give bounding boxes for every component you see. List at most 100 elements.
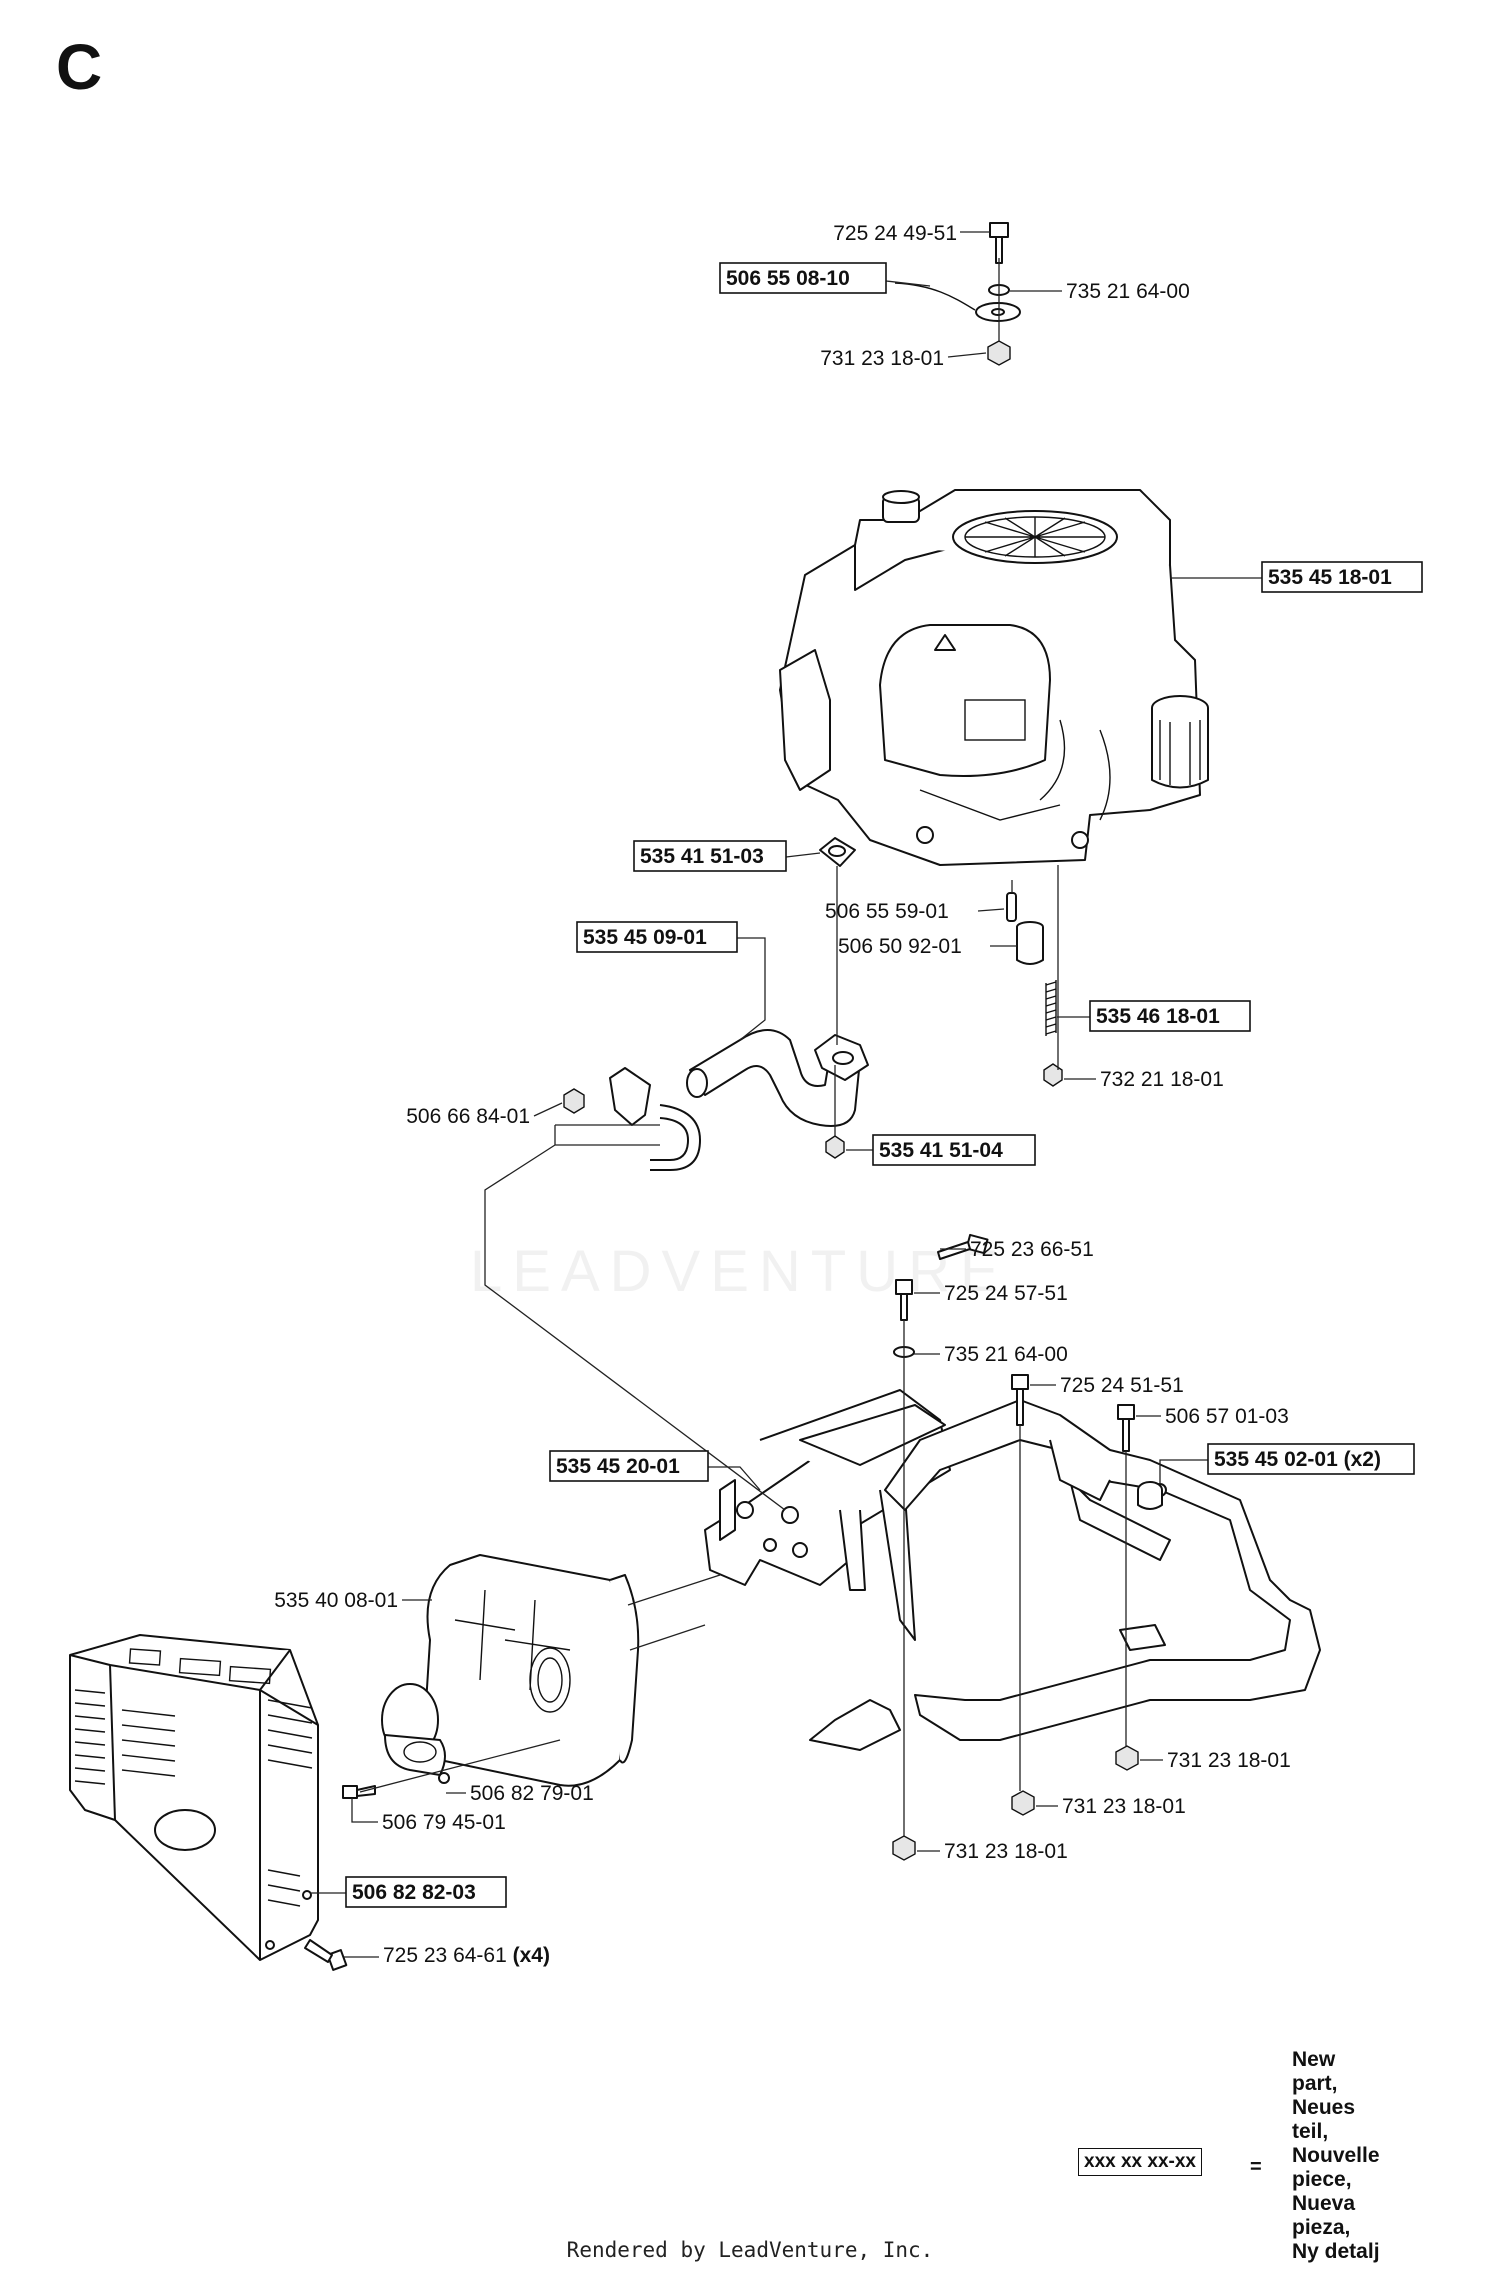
part-number: 732 21 18-01	[1100, 1068, 1224, 1091]
nut-icon	[1043, 1063, 1063, 1087]
new-part-box	[1207, 1443, 1415, 1475]
bracket-leg	[839, 1509, 866, 1591]
exhaust-gasket-lower	[825, 1135, 845, 1159]
part-number: 725 24 49-51	[833, 222, 957, 245]
legend-line: New part,	[1292, 2048, 1338, 2095]
screw-icon	[342, 1785, 376, 1799]
bracket-leg-2	[879, 1489, 916, 1641]
exhaust-clamp	[563, 1067, 701, 1171]
new-part-callout: 535 45 20-01	[549, 1450, 761, 1491]
new-part-callout: 535 45 18-01	[1170, 561, 1423, 593]
nut-icon	[892, 1835, 916, 1861]
decal-panel	[964, 699, 1026, 741]
engine-hoses	[919, 719, 1111, 821]
frame-tab	[1049, 1439, 1111, 1501]
muffler	[423, 1554, 640, 1787]
part-callout: 732 21 18-01	[1064, 1068, 1224, 1091]
legend-text: New part, Neues teil, Nouvelle piece, Nu…	[1292, 2048, 1380, 2264]
new-part-box	[1089, 1000, 1251, 1032]
part-callout: 731 23 18-01	[1036, 1795, 1186, 1818]
nut-icon	[987, 340, 1011, 366]
part-callout: 725 23 66-51	[940, 1238, 1094, 1261]
tubular-frame	[884, 1399, 1321, 1741]
part-number: 506 79 45-01	[382, 1811, 506, 1834]
assembly-lines	[359, 258, 1127, 1836]
legend-part-box: xxx xx xx-xx	[1078, 2148, 1202, 2176]
bolt-icon	[304, 1939, 348, 1971]
engine-side-cover	[779, 649, 831, 791]
part-number: 725 24 51-51	[1060, 1374, 1184, 1397]
engine	[779, 489, 1209, 866]
leader-line	[351, 1798, 378, 1823]
part-number: 725 23 66-51	[970, 1238, 1094, 1261]
bolt-icon	[895, 1279, 913, 1321]
part-number: 735 21 64-00	[1066, 280, 1190, 303]
leader-line	[533, 1102, 563, 1117]
legend-line: Nouvelle piece,	[1292, 2144, 1380, 2191]
leader-line	[947, 352, 987, 358]
part-number: 535 45 20-01	[556, 1455, 680, 1478]
part-number: 535 45 02-01 (x2)	[1214, 1448, 1381, 1471]
part-callout: 731 23 18-01	[1140, 1749, 1291, 1772]
new-part-callout: 535 45 09-01	[576, 921, 766, 1041]
nut-icon	[563, 1088, 585, 1114]
part-number: 535 41 51-04	[879, 1139, 1003, 1162]
dowel-pin-icon	[1006, 892, 1017, 922]
part-number: 535 40 08-01	[274, 1589, 398, 1612]
muffler-outlet-screen	[529, 1647, 571, 1713]
clamp-saddle	[609, 1067, 651, 1126]
bracket-foot	[809, 1699, 901, 1751]
section-letter: C	[56, 31, 103, 103]
part-number: 535 41 51-03	[640, 845, 764, 868]
shield-corner	[109, 1664, 116, 1821]
exhaust-deflector	[381, 1683, 450, 1784]
new-part-box	[1261, 561, 1423, 593]
ground-cable	[894, 282, 976, 311]
frame-cutout	[1069, 1479, 1171, 1561]
legend-line: Neues teil,	[1292, 2096, 1356, 2143]
new-part-callout: 506 82 82-03	[310, 1876, 507, 1908]
part-callout: 506 66 84-01	[406, 1102, 563, 1128]
legend-line: Ny detalj	[1292, 2240, 1380, 2263]
part-number: 506 82 79-01	[470, 1782, 594, 1805]
new-part-box	[633, 840, 787, 872]
new-part-callout: 535 41 51-04	[846, 1134, 1036, 1166]
frame-crossbar-tab	[1119, 1624, 1166, 1651]
part-number: 506 57 01-03	[1165, 1405, 1289, 1428]
new-part-callout: 535 41 51-03	[633, 840, 821, 872]
shield-oval-hole	[154, 1809, 216, 1851]
exhaust-gasket-upper	[819, 837, 856, 867]
bolt-icon	[1117, 1404, 1135, 1452]
part-callout: 506 82 79-01	[446, 1782, 594, 1805]
part-number: 731 23 18-01	[820, 347, 944, 370]
leader-line	[785, 852, 821, 858]
new-part-box	[345, 1876, 507, 1908]
part-number: 506 55 59-01	[825, 900, 949, 923]
part-callout: 506 79 45-01	[351, 1798, 506, 1834]
part-number: 506 55 08-10	[726, 267, 850, 290]
part-number: 506 50 92-01	[838, 935, 962, 958]
part-number: 535 45 18-01	[1268, 566, 1392, 589]
new-part-box	[872, 1134, 1036, 1166]
new-part-box	[576, 921, 738, 953]
legend-line: Nueva pieza,	[1292, 2192, 1356, 2239]
shield-vent-grid	[74, 1689, 313, 1907]
rubber-bumper-icon	[1137, 1481, 1163, 1510]
part-callout: 506 57 01-03	[1136, 1405, 1289, 1428]
part-number: 731 23 18-01	[1167, 1749, 1291, 1772]
leader-line	[885, 280, 931, 287]
part-number: 535 45 09-01	[583, 926, 707, 949]
muffler-ribs	[454, 1589, 571, 1691]
new-part-callout: 535 46 18-01	[1057, 1000, 1251, 1032]
part-callout: 725 24 51-51	[1030, 1374, 1184, 1397]
leader-line	[708, 1466, 761, 1491]
part-number: 731 23 18-01	[944, 1840, 1068, 1863]
part-callout: 731 23 18-01	[917, 1840, 1068, 1863]
bolt-icon	[989, 222, 1009, 238]
part-number: 725 23 64-61 (x4)	[383, 1944, 550, 1967]
part-callout: 731 23 18-01	[820, 347, 987, 370]
new-part-box	[719, 262, 887, 294]
part-callout: 725 24 57-51	[914, 1282, 1068, 1305]
part-number: 506 82 82-03	[352, 1881, 476, 1904]
part-number: 535 46 18-01	[1096, 1005, 1220, 1028]
